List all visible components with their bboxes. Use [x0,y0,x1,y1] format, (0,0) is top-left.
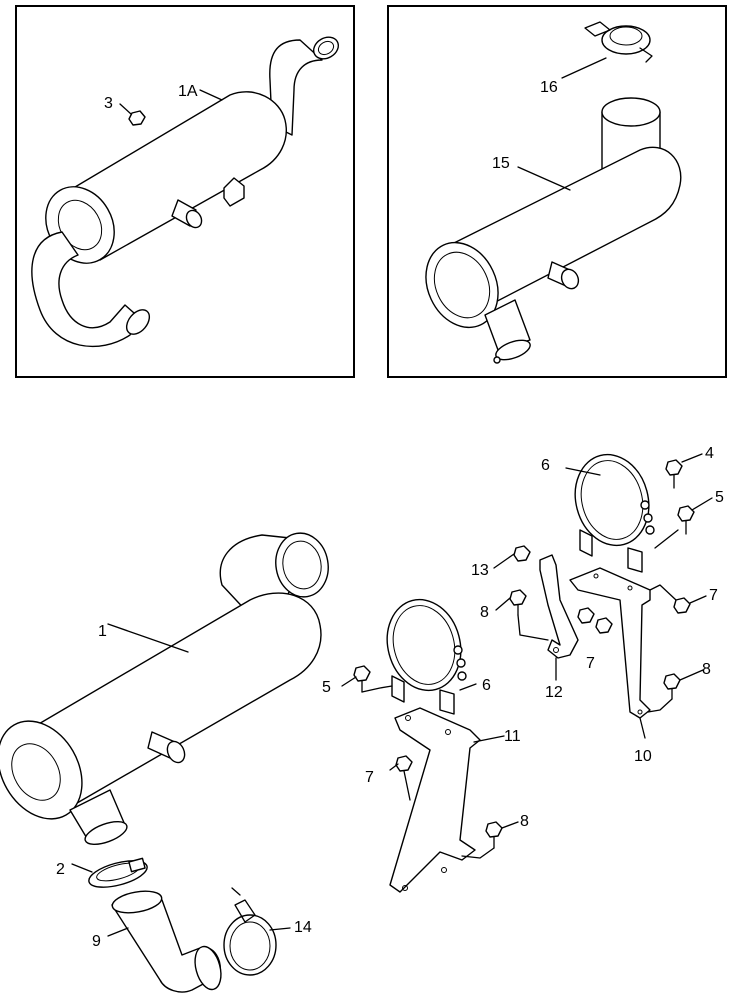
bolt-8-upper [509,589,527,616]
callout-8-lower: 8 [520,813,529,830]
bolt-8-right [663,673,681,700]
clamp-2 [88,857,148,888]
callout-1a: 1A [178,83,198,100]
muffler-1a [31,36,340,347]
inset-muffler-15: 16 15 [387,5,727,378]
callout-6-upper: 6 [541,457,550,474]
inset-frame-right [387,5,727,378]
callout-4: 4 [705,445,714,462]
callout-2: 2 [56,861,65,878]
callout-1: 1 [98,623,107,640]
nuts-7-pair [577,607,613,634]
inset-muffler-1a: 1A 3 [15,5,355,378]
callout-5-lower: 5 [322,679,331,696]
callout-11: 11 [504,728,521,745]
callout-8-right: 8 [702,661,711,678]
muffler-15 [425,21,682,364]
bolt-4 [665,459,683,489]
callout-6-lower: 6 [482,677,491,694]
bracket-10 [569,567,651,719]
bolt-13 [513,545,531,562]
callout-12: 12 [545,684,563,701]
callout-7-middle: 7 [586,655,595,672]
leader-lines [71,453,713,937]
callout-16: 16 [540,79,558,96]
callout-10: 10 [634,748,652,765]
bracket-11 [389,707,481,893]
bracket-12 [539,554,579,659]
clamp-14 [223,887,277,976]
callout-8-upper: 8 [480,604,489,621]
callout-9: 9 [92,933,101,950]
callout-15: 15 [492,155,510,172]
callout-5-upper: 5 [715,489,724,506]
nut-7-right [673,597,691,614]
strap-clamp-6-upper [574,453,655,573]
callout-7-right: 7 [709,587,718,604]
inset-frame-left [15,5,355,378]
muffler-1 [0,532,329,846]
callout-13: 13 [471,562,489,579]
strap-clamp-6-lower [386,598,467,715]
bolt-5-lower [353,665,371,693]
bolt-5-upper [677,505,695,535]
elbow-pipe-9 [111,890,222,993]
callout-7-lower: 7 [365,769,374,786]
callout-14: 14 [294,919,312,936]
callout-3: 3 [104,95,113,112]
bolt-8-lower [485,821,503,849]
